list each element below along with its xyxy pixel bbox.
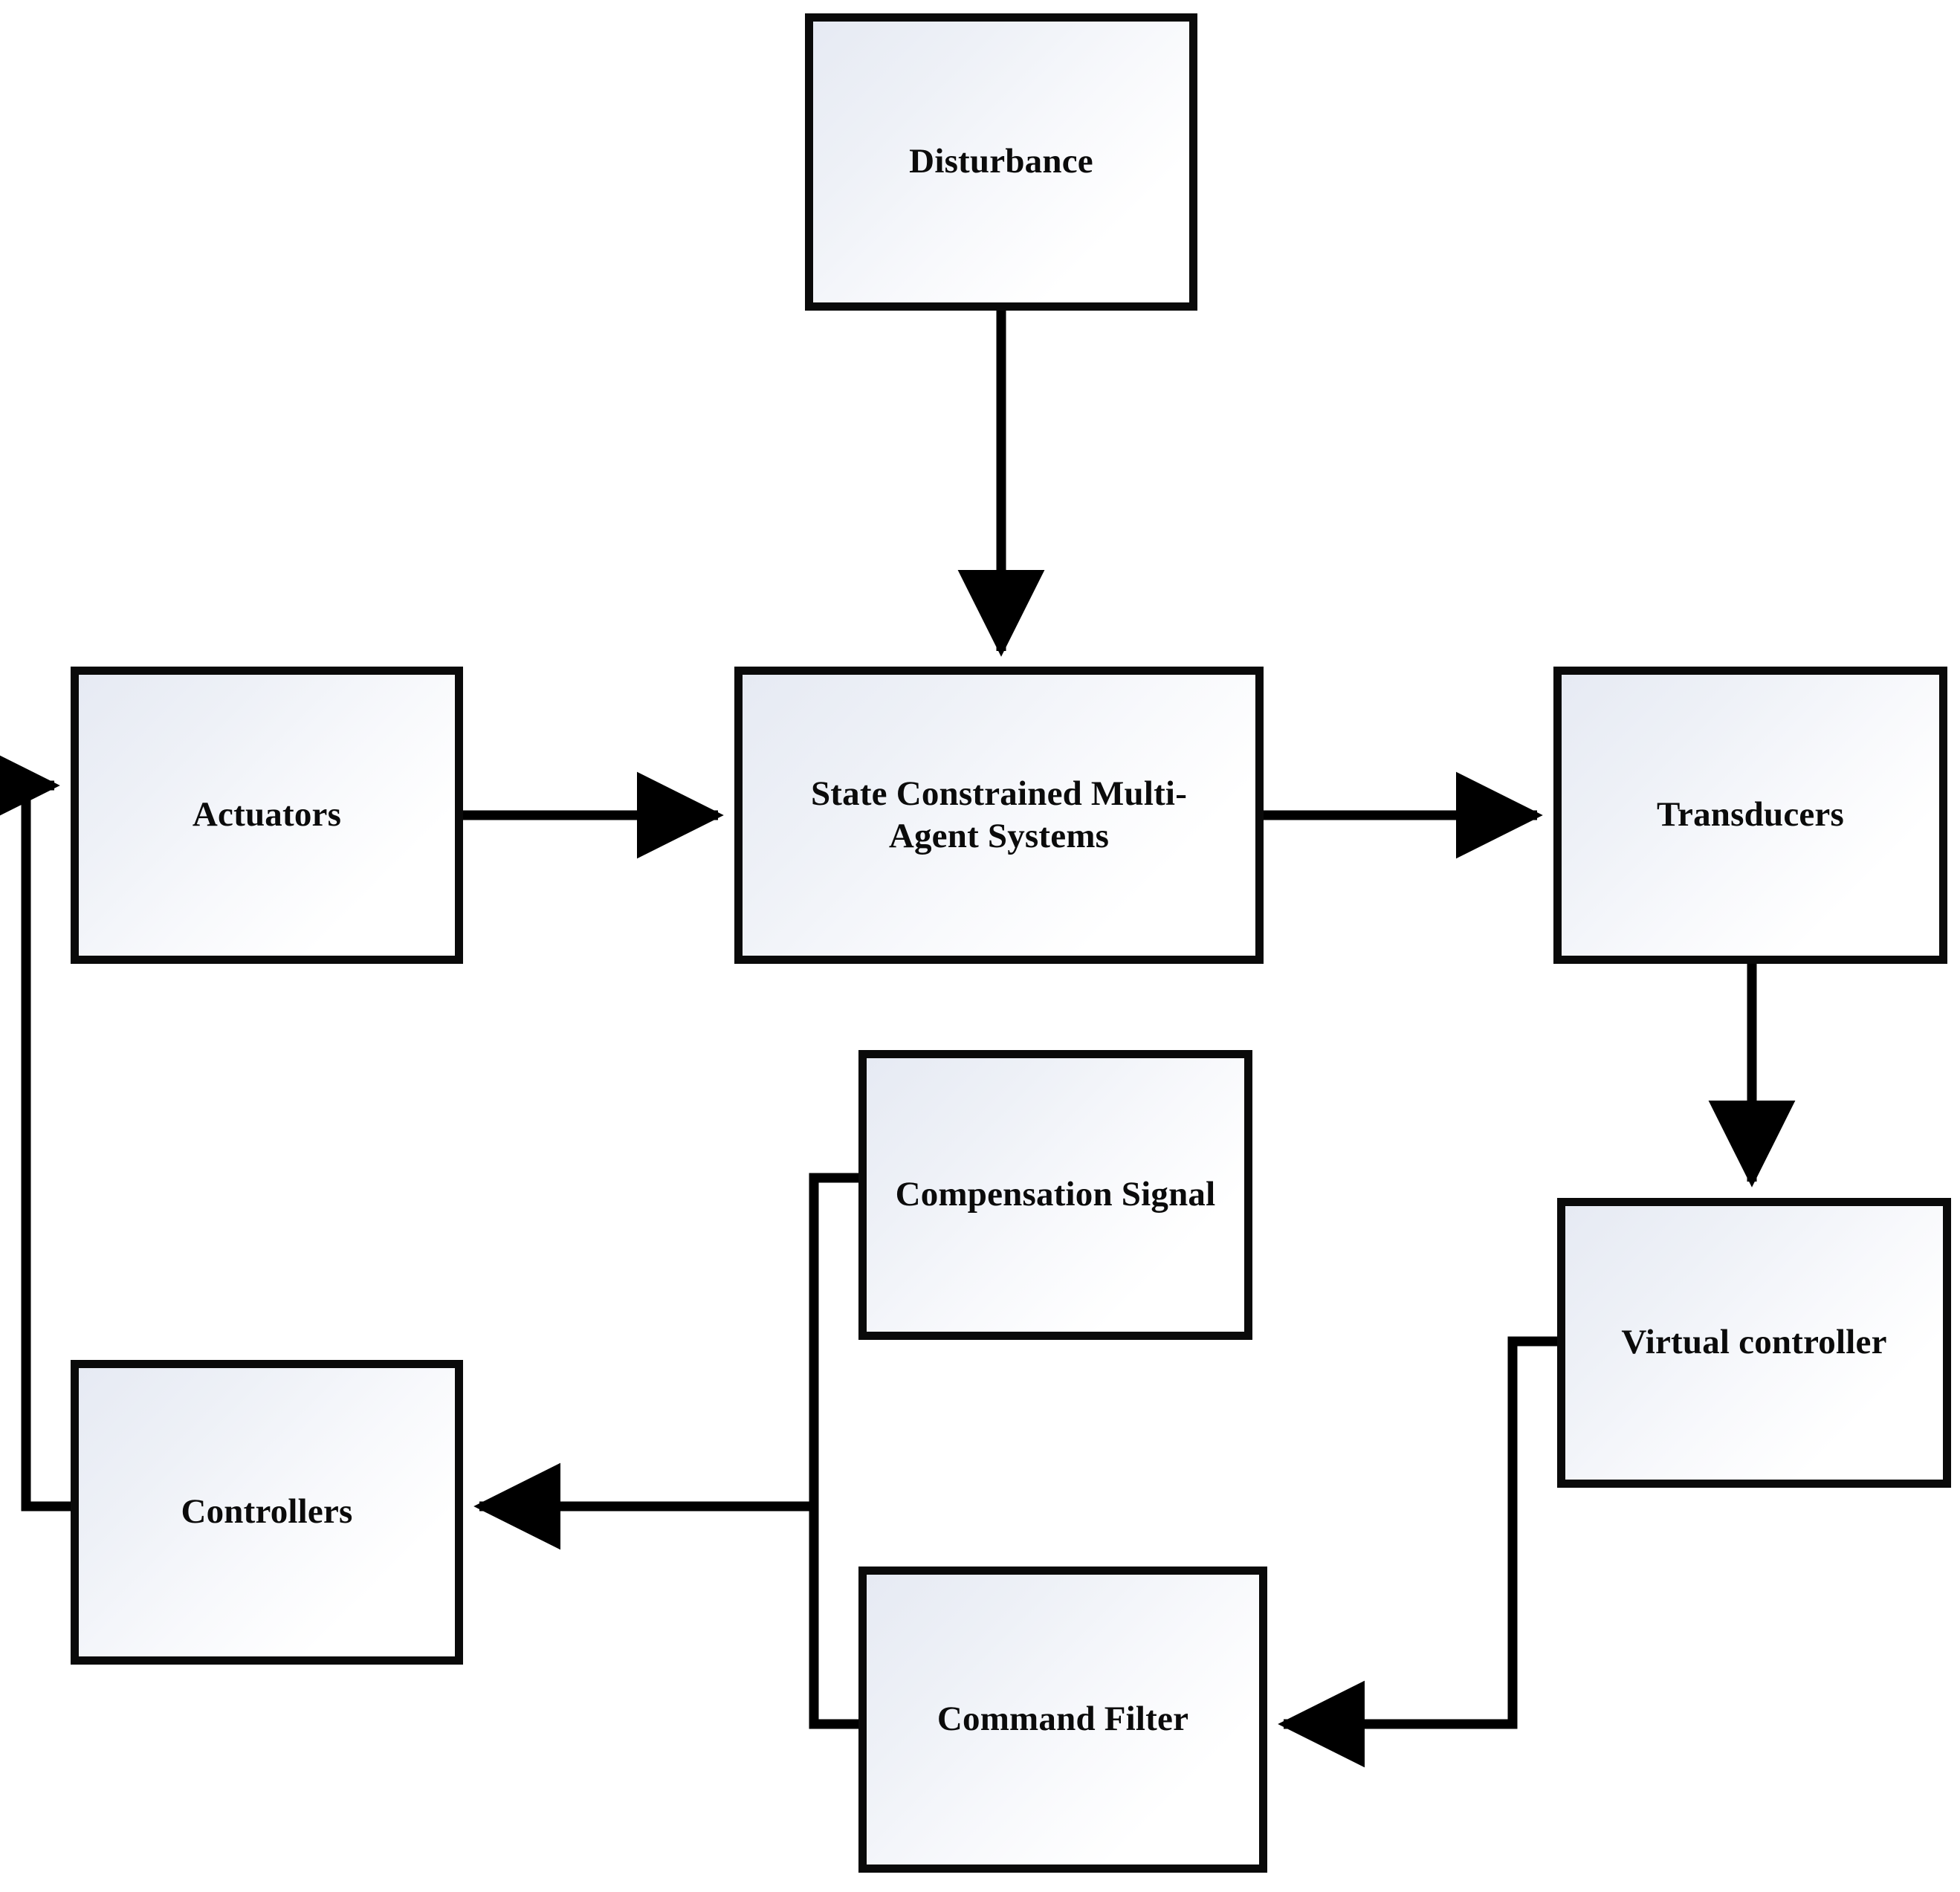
node-virtual-controller-label: Virtual controller [1621,1323,1887,1362]
node-plant-label: State Constrained Multi- Agent Systems [810,774,1188,855]
node-disturbance-label: Disturbance [909,142,1093,181]
connector-controllers-to-actuators [0,742,71,1512]
node-compensation-signal-label: Compensation Signal [895,1175,1216,1214]
node-controllers-label: Controllers [181,1492,353,1532]
node-actuators[interactable]: Actuators [71,667,463,964]
node-command-filter-label: Command Filter [937,1700,1189,1739]
connector-compensation-signal-to-bus [809,1173,862,1506]
node-controllers[interactable]: Controllers [71,1360,463,1665]
node-state-constrained-multi-agent-systems[interactable]: State Constrained Multi- Agent Systems [734,667,1264,964]
node-transducers[interactable]: Transducers [1553,667,1947,964]
node-disturbance[interactable]: Disturbance [805,13,1197,311]
node-actuators-label: Actuators [192,795,342,835]
node-compensation-signal[interactable]: Compensation Signal [858,1050,1252,1340]
node-virtual-controller[interactable]: Virtual controller [1557,1198,1951,1488]
connector-command-filter-to-bus [809,1506,862,1729]
node-command-filter[interactable]: Command Filter [858,1567,1267,1873]
connector-virtual-controller-to-command-filter [1278,1336,1557,1768]
node-transducers-label: Transducers [1656,795,1844,835]
